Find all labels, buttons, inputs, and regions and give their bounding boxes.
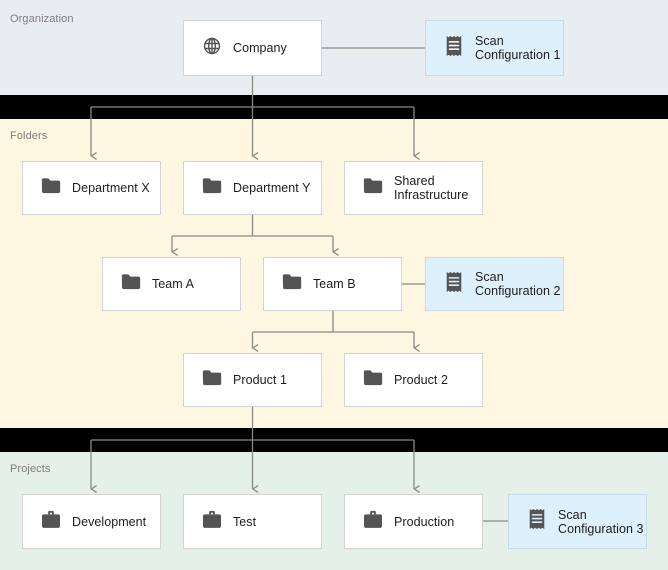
scan-config-icon [527, 508, 547, 535]
node-company[interactable]: Company [183, 20, 322, 76]
node-scan-config-1[interactable]: Scan Configuration 1 [425, 20, 564, 76]
folder-icon [282, 273, 302, 295]
node-team-b[interactable]: Team B [263, 257, 402, 311]
node-label: Team B [313, 277, 356, 291]
scan-config-icon [444, 35, 464, 62]
scan-config-icon [444, 271, 464, 298]
node-label: Department Y [233, 181, 311, 195]
folder-icon [363, 369, 383, 391]
band-label-organization: Organization [10, 13, 74, 25]
node-label: Scan Configuration 3 [558, 507, 644, 536]
folder-icon [202, 369, 222, 391]
node-team-a[interactable]: Team A [102, 257, 241, 311]
node-label: Scan Configuration 2 [475, 270, 561, 298]
node-test[interactable]: Test [183, 494, 322, 549]
node-production[interactable]: Production [344, 494, 483, 549]
band-label-folders: Folders [10, 130, 48, 142]
node-development[interactable]: Development [22, 494, 161, 549]
node-label: Test [233, 514, 257, 529]
node-label: Department X [72, 181, 150, 195]
node-label: Team A [152, 277, 194, 291]
node-label: Product 1 [233, 373, 287, 387]
briefcase-icon [202, 510, 222, 534]
node-scan-config-3[interactable]: Scan Configuration 3 [508, 494, 647, 549]
node-department-y[interactable]: Department Y [183, 161, 322, 215]
node-product-1[interactable]: Product 1 [183, 353, 322, 407]
band-label-projects: Projects [10, 463, 51, 475]
briefcase-icon [363, 510, 383, 534]
node-label: Shared Infrastructure [394, 174, 469, 202]
node-label: Product 2 [394, 373, 448, 387]
briefcase-icon [41, 510, 61, 534]
node-label: Development [72, 514, 147, 529]
folder-icon [41, 177, 61, 199]
node-label: Company [233, 41, 287, 55]
node-product-2[interactable]: Product 2 [344, 353, 483, 407]
folder-icon [121, 273, 141, 295]
folder-icon [363, 177, 383, 199]
node-label: Scan Configuration 1 [475, 34, 561, 62]
globe-icon [202, 36, 222, 61]
folder-icon [202, 177, 222, 199]
node-scan-config-2[interactable]: Scan Configuration 2 [425, 257, 564, 311]
node-shared-infrastructure[interactable]: Shared Infrastructure [344, 161, 483, 215]
node-department-x[interactable]: Department X [22, 161, 161, 215]
node-label: Production [394, 514, 455, 529]
